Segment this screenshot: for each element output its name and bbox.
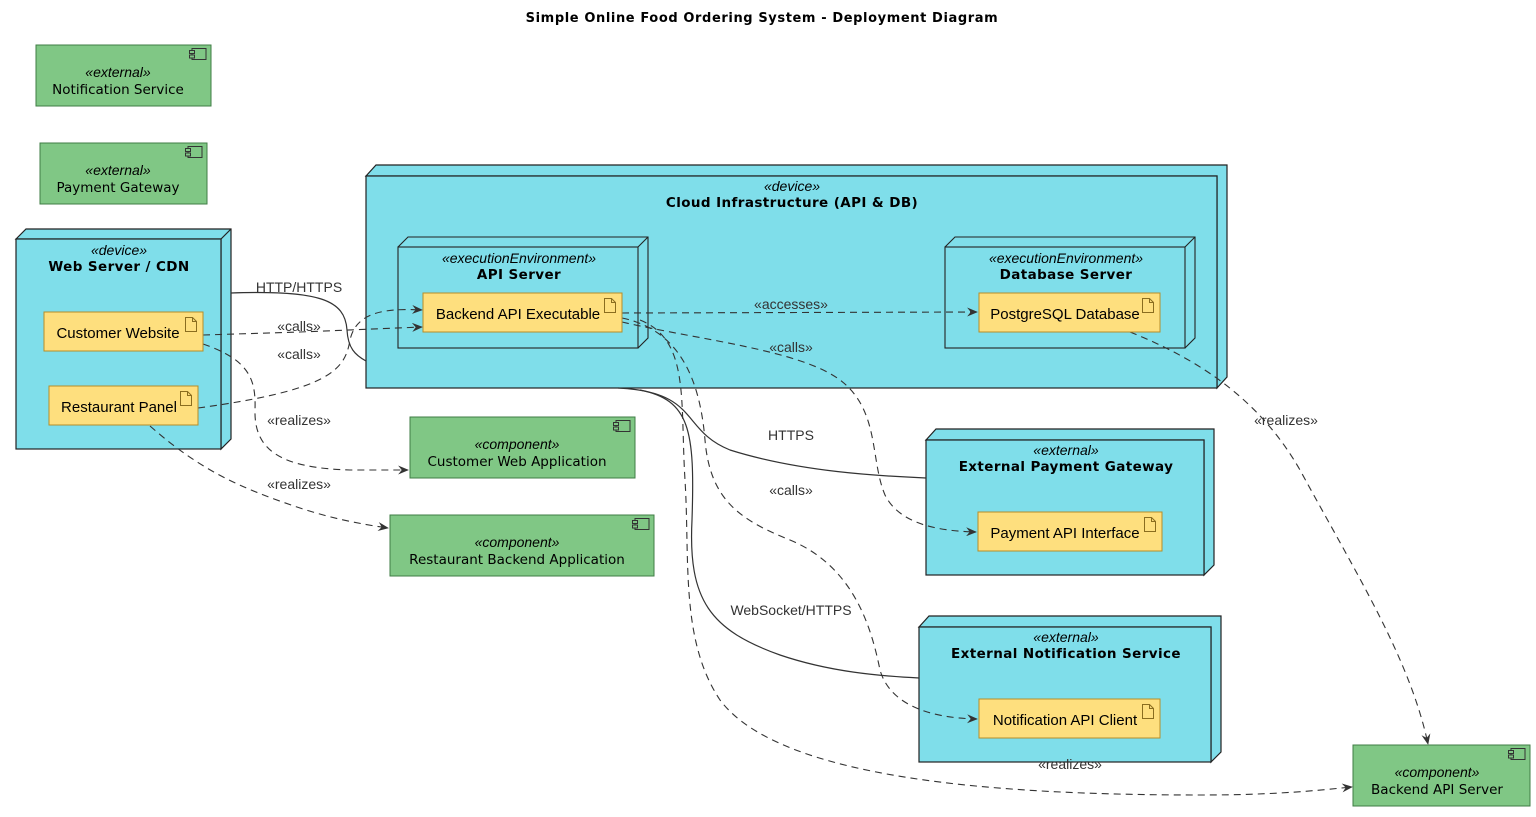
link-calls-notification xyxy=(621,317,978,724)
component-name: Customer Web Application xyxy=(427,454,606,470)
component-name: Backend API Server xyxy=(1371,782,1503,798)
artifact-label: Payment API Interface xyxy=(990,525,1139,542)
link-realizes-db xyxy=(1129,331,1431,745)
external-payment-gateway-node[interactable]: «external» External Payment Gateway xyxy=(924,428,1215,577)
link-realizes-website xyxy=(202,343,409,475)
link-calls-website xyxy=(202,322,423,336)
component-stereotype: «component» xyxy=(475,436,560,452)
component-icon xyxy=(189,48,207,60)
component-name: Payment Gateway xyxy=(56,180,179,196)
component-stereotype: «component» xyxy=(475,534,560,550)
label-accesses: «accesses» xyxy=(754,296,828,312)
edge-labels: HTTP/HTTPS «calls» «calls» «realizes» «r… xyxy=(256,279,1318,772)
label-http-https: HTTP/HTTPS xyxy=(256,279,342,295)
environment-name: Database Server xyxy=(1000,267,1133,283)
external-notification-service-node[interactable]: «external» External Notification Service xyxy=(917,615,1222,764)
link-calls-payment xyxy=(621,321,977,537)
label-calls-website: «calls» xyxy=(277,318,321,334)
artifact-document-icon xyxy=(1144,517,1156,532)
artifact-label: Notification API Client xyxy=(993,712,1138,729)
label-realizes-panel: «realizes» xyxy=(267,476,331,492)
restaurant-backend-application-component[interactable]: «component» Restaurant Backend Applicati… xyxy=(389,514,655,577)
component-name: Notification Service xyxy=(52,82,184,98)
payment-gateway-component[interactable]: «external» Payment Gateway xyxy=(39,142,208,205)
backend-api-server-component[interactable]: «component» Backend API Server xyxy=(1352,744,1531,807)
component-icon xyxy=(632,518,650,530)
label-calls-notification: «calls» xyxy=(769,482,813,498)
label-calls-panel: «calls» xyxy=(277,346,321,362)
artifact-label: PostgreSQL Database xyxy=(990,306,1140,323)
link-websocket-https xyxy=(639,389,920,679)
label-calls-payment: «calls» xyxy=(769,339,813,355)
connections xyxy=(149,291,1431,796)
environment-stereotype: «executionEnvironment» xyxy=(442,250,596,266)
link-calls-panel xyxy=(197,304,423,409)
node-stereotype: «device» xyxy=(764,178,820,194)
node-name: External Notification Service xyxy=(951,646,1181,662)
label-https: HTTPS xyxy=(768,427,814,443)
artifact-document-icon xyxy=(185,317,197,332)
artifact-label: Backend API Executable xyxy=(436,306,600,323)
component-icon xyxy=(185,146,203,158)
node-name: Cloud Infrastructure (API & DB) xyxy=(666,195,918,211)
artifact-label: Customer Website xyxy=(56,325,179,342)
backend-api-executable-artifact[interactable]: Backend API Executable xyxy=(422,292,623,333)
notification-api-client-artifact[interactable]: Notification API Client xyxy=(978,698,1161,739)
label-realizes-db: «realizes» xyxy=(1254,412,1318,428)
notification-service-component[interactable]: «external» Notification Service xyxy=(35,44,212,107)
label-realizes-api: «realizes» xyxy=(1038,756,1102,772)
payment-api-interface-artifact[interactable]: Payment API Interface xyxy=(977,511,1163,552)
component-stereotype: «external» xyxy=(85,64,151,80)
diagram-title: Simple Online Food Ordering System - Dep… xyxy=(526,11,999,26)
component-icon xyxy=(1508,748,1526,760)
artifact-document-icon xyxy=(604,298,616,313)
artifact-document-icon xyxy=(1142,298,1154,313)
environment-name: API Server xyxy=(477,267,561,283)
cloud-infrastructure-node[interactable]: «device» Cloud Infrastructure (API & DB) xyxy=(364,164,1228,390)
customer-website-artifact[interactable]: Customer Website xyxy=(43,311,204,352)
node-stereotype: «device» xyxy=(91,242,147,258)
component-name: Restaurant Backend Application xyxy=(409,552,625,568)
node-stereotype: «external» xyxy=(1033,629,1099,645)
artifact-document-icon xyxy=(180,391,192,406)
link-https xyxy=(617,387,927,479)
artifact-document-icon xyxy=(1142,704,1154,719)
link-http-https xyxy=(230,291,367,362)
link-realizes-api xyxy=(639,319,1353,796)
database-server-environment[interactable]: «executionEnvironment» Database Server xyxy=(944,236,1196,349)
link-realizes-panel xyxy=(149,425,389,532)
component-stereotype: «component» xyxy=(1395,764,1480,780)
node-name: Web Server / CDN xyxy=(48,259,189,275)
customer-web-application-component[interactable]: «component» Customer Web Application xyxy=(409,416,636,479)
environment-stereotype: «executionEnvironment» xyxy=(989,250,1143,266)
node-stereotype: «external» xyxy=(1033,442,1099,458)
label-realizes-website: «realizes» xyxy=(267,412,331,428)
component-icon xyxy=(613,420,631,432)
node-name: External Payment Gateway xyxy=(959,459,1174,475)
artifact-label: Restaurant Panel xyxy=(61,399,177,416)
api-server-environment[interactable]: «executionEnvironment» API Server xyxy=(397,236,649,349)
restaurant-panel-artifact[interactable]: Restaurant Panel xyxy=(48,385,199,426)
component-stereotype: «external» xyxy=(85,162,151,178)
postgresql-database-artifact[interactable]: PostgreSQL Database xyxy=(978,292,1161,333)
label-websocket-https: WebSocket/HTTPS xyxy=(730,602,851,618)
